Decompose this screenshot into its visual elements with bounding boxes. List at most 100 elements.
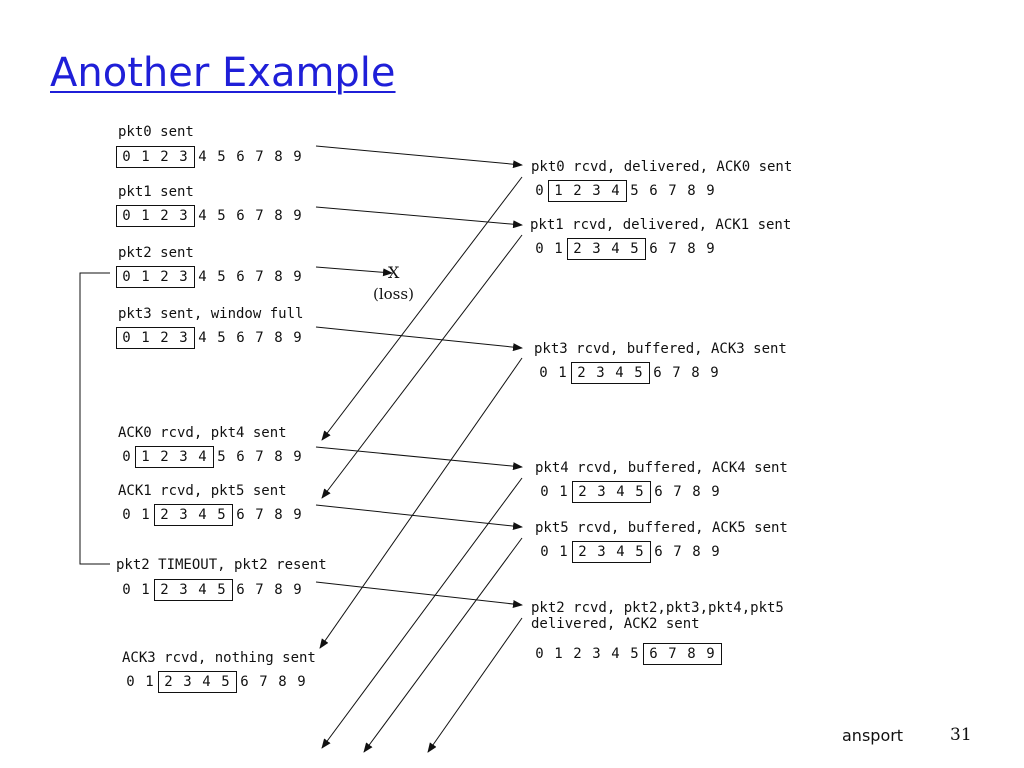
seq-number: 2	[578, 544, 587, 560]
seq-number: 6	[654, 484, 663, 500]
seq-number: 1	[141, 582, 150, 598]
seq-number: 1	[559, 544, 568, 560]
loss-label: (loss)	[373, 285, 414, 303]
window-box	[154, 504, 233, 526]
seq-number: 9	[710, 365, 719, 381]
seq-number: 6	[236, 269, 245, 285]
seq-number: 8	[687, 646, 696, 662]
seq-number: 1	[141, 269, 150, 285]
window-box	[116, 266, 195, 288]
seq-number: 4	[611, 646, 620, 662]
seq-number: 3	[179, 330, 188, 346]
seq-number: 2	[160, 269, 169, 285]
seq-number: 6	[654, 544, 663, 560]
window-box	[571, 362, 650, 384]
seq-number: 5	[217, 149, 226, 165]
arrow-ack0	[321, 176, 523, 441]
seq-number: 9	[711, 484, 720, 500]
seq-number: 8	[274, 208, 283, 224]
seq-number: 9	[706, 183, 715, 199]
seq-number: 6	[653, 365, 662, 381]
seq-number: 5	[217, 582, 226, 598]
sender-label-2: pkt2 sent	[118, 245, 194, 261]
seq-number: 1	[145, 674, 154, 690]
slide-title: Another Example	[50, 50, 396, 96]
seq-number: 4	[198, 149, 207, 165]
seq-number: 0	[122, 507, 131, 523]
receiver-label-5: pkt2 rcvd, pkt2,pkt3,pkt4,pkt5 delivered…	[531, 600, 784, 632]
seq-number: 1	[141, 449, 150, 465]
seq-number: 8	[691, 365, 700, 381]
seq-number: 2	[573, 646, 582, 662]
window-box	[135, 446, 214, 468]
seq-number: 3	[179, 507, 188, 523]
seq-number: 8	[687, 183, 696, 199]
seq-number: 5	[630, 183, 639, 199]
seq-number: 7	[255, 208, 264, 224]
seq-number: 5	[635, 544, 644, 560]
seq-number: 9	[293, 507, 302, 523]
arrow-pkt3	[315, 326, 523, 352]
seq-number: 8	[274, 269, 283, 285]
arrow-pkt1	[315, 206, 523, 229]
seq-number: 6	[649, 241, 658, 257]
sender-label-7: ACK3 rcvd, nothing sent	[122, 650, 316, 666]
seq-number: 4	[198, 330, 207, 346]
seq-number: 3	[179, 149, 188, 165]
loss-mark: X	[388, 263, 400, 282]
seq-number: 0	[535, 183, 544, 199]
seq-number: 3	[179, 449, 188, 465]
seq-number: 5	[630, 241, 639, 257]
seq-number: 9	[711, 544, 720, 560]
seq-number: 7	[255, 582, 264, 598]
seq-number: 8	[274, 507, 283, 523]
seq-number: 0	[539, 365, 548, 381]
seq-number: 8	[274, 330, 283, 346]
window-box	[548, 180, 627, 202]
seq-number: 1	[554, 183, 563, 199]
arrow-pkt5	[315, 504, 523, 531]
seq-number: 4	[198, 208, 207, 224]
seq-number: 9	[293, 208, 302, 224]
seq-number: 9	[706, 241, 715, 257]
window-box	[158, 671, 237, 693]
seq-number: 7	[255, 507, 264, 523]
receiver-label-3: pkt4 rcvd, buffered, ACK4 sent	[535, 460, 788, 476]
arrow-pkt0	[315, 145, 523, 169]
seq-number: 8	[278, 674, 287, 690]
seq-number: 2	[160, 507, 169, 523]
receiver-label-0: pkt0 rcvd, delivered, ACK0 sent	[531, 159, 793, 175]
seq-number: 2	[573, 241, 582, 257]
window-box	[643, 643, 722, 665]
sender-label-1: pkt1 sent	[118, 184, 194, 200]
window-box	[116, 327, 195, 349]
seq-number: 0	[535, 646, 544, 662]
seq-number: 3	[179, 269, 188, 285]
seq-number: 4	[198, 449, 207, 465]
seq-number: 1	[141, 149, 150, 165]
seq-number: 3	[179, 208, 188, 224]
seq-number: 2	[573, 183, 582, 199]
seq-number: 1	[141, 507, 150, 523]
seq-number: 4	[616, 484, 625, 500]
receiver-label-4: pkt5 rcvd, buffered, ACK5 sent	[535, 520, 788, 536]
seq-number: 2	[578, 484, 587, 500]
seq-number: 9	[293, 582, 302, 598]
seq-number: 6	[240, 674, 249, 690]
seq-number: 7	[673, 544, 682, 560]
sender-label-0: pkt0 sent	[118, 124, 194, 140]
seq-number: 3	[596, 365, 605, 381]
seq-number: 7	[255, 149, 264, 165]
seq-number: 6	[236, 582, 245, 598]
arrow-ack2	[427, 617, 523, 753]
seq-number: 0	[122, 449, 131, 465]
seq-number: 7	[255, 330, 264, 346]
seq-number: 6	[236, 507, 245, 523]
seq-number: 4	[611, 183, 620, 199]
seq-number: 3	[592, 241, 601, 257]
seq-number: 0	[122, 269, 131, 285]
window-box	[154, 579, 233, 601]
seq-number: 5	[635, 484, 644, 500]
sender-label-4: ACK0 rcvd, pkt4 sent	[118, 425, 287, 441]
